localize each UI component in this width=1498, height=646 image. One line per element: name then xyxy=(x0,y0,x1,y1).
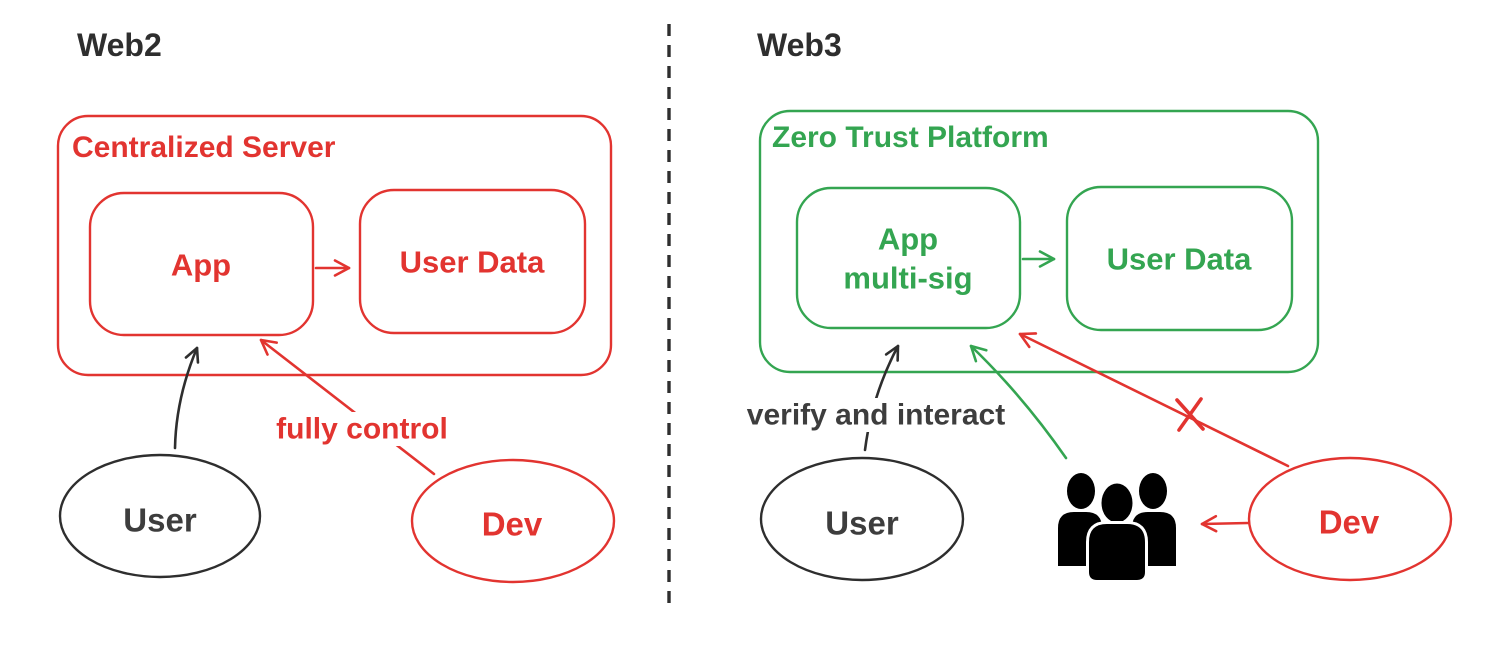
centralized-server-label: Centralized Server xyxy=(72,131,336,164)
web3-userdata-box xyxy=(1065,185,1294,332)
people-group-icon xyxy=(1058,473,1176,583)
web3-title: Web3 xyxy=(757,27,842,63)
fully-control-label: fully control xyxy=(276,413,448,446)
web3-user-ellipse xyxy=(759,456,965,582)
web3-dev-to-signers-arrow xyxy=(1200,514,1250,533)
web3-userdata-label: User Data xyxy=(1107,242,1252,277)
web3-app-label-line2: multi-sig xyxy=(843,261,972,296)
x-cross-icon xyxy=(1175,397,1205,432)
web2-app-label: App xyxy=(171,248,231,283)
web2-title: Web2 xyxy=(77,27,162,63)
verify-and-interact-label: verify and interact xyxy=(747,399,1005,432)
web2-panel: Web2 Centralized Server App User Data fu… xyxy=(56,27,616,584)
centralized-server-box xyxy=(56,114,613,377)
web3-dev-ellipse xyxy=(1247,456,1453,582)
web3-app-multisig-box xyxy=(795,186,1022,330)
web3-panel: Web3 Zero Trust Platform App multi-sig U… xyxy=(745,27,1453,583)
web3-user-label: User xyxy=(825,505,899,542)
web3-app-label-line1: App xyxy=(878,222,938,257)
fully-control-label-bg xyxy=(267,412,459,446)
web2-user-ellipse xyxy=(58,453,262,579)
web2-dev-label: Dev xyxy=(482,506,543,543)
web2-dev-to-app-arrow xyxy=(259,338,436,476)
web2-userdata-label: User Data xyxy=(400,245,545,280)
web3-user-to-app-arrow xyxy=(863,344,900,452)
web2-app-box xyxy=(88,191,315,337)
web3-dev-label: Dev xyxy=(1319,504,1380,541)
web3-signers-to-app-arrow xyxy=(969,344,1068,460)
web2-user-to-app-arrow xyxy=(173,346,200,450)
verify-and-interact-label-bg xyxy=(745,398,1007,432)
web2-user-label: User xyxy=(123,502,197,539)
zero-trust-platform-label: Zero Trust Platform xyxy=(772,121,1049,154)
person-front-icon xyxy=(1086,480,1148,583)
web2-dev-ellipse xyxy=(410,458,616,584)
zero-trust-platform-box xyxy=(758,109,1320,374)
web2-userdata-box xyxy=(358,188,587,335)
web3-dev-to-app-arrow-blocked xyxy=(1018,332,1290,468)
